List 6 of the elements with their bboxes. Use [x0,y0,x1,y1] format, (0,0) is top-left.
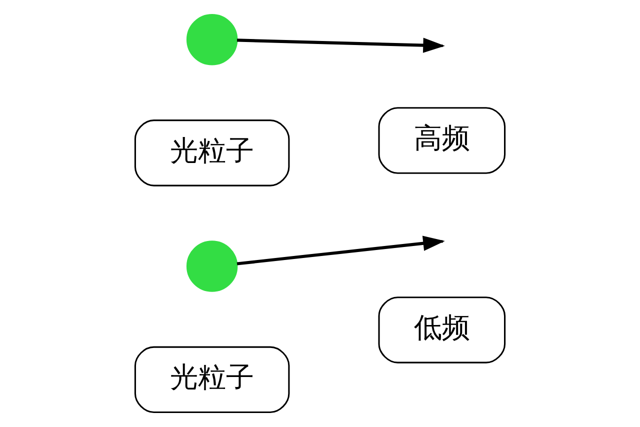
node-box: 光粒子 [134,120,290,186]
node-box: 低频 [378,296,506,364]
node-circle [186,240,238,292]
node-box: 光粒子 [134,346,290,414]
node-circle [186,14,238,66]
node-box: 高频 [378,107,506,174]
